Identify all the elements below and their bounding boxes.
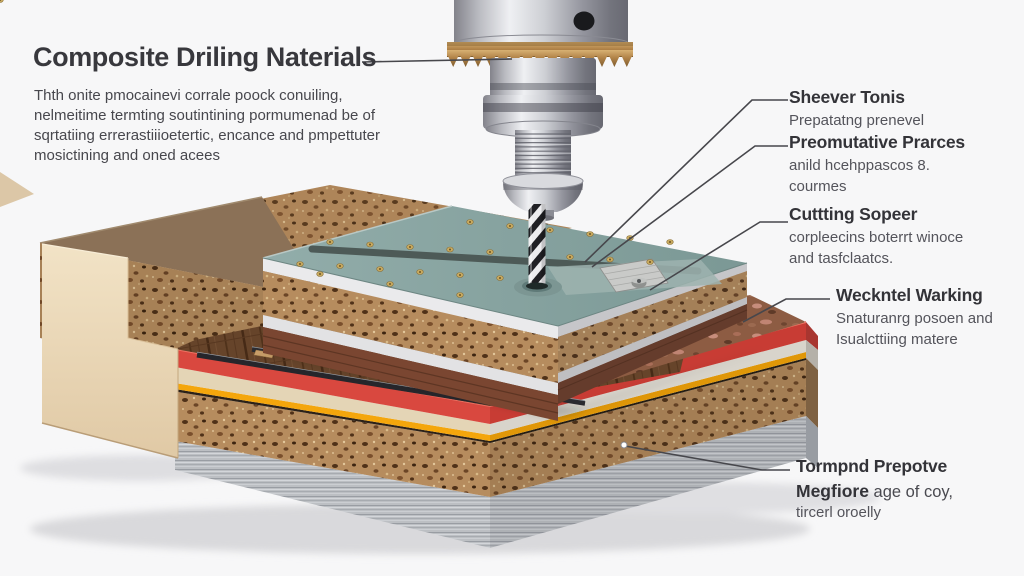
gray-laminate-layer — [490, 416, 806, 548]
description-line: sqrtatiing errerastiiioetertic, encance … — [34, 127, 381, 144]
leader-lines — [361, 58, 830, 471]
drill-bit — [526, 204, 548, 290]
callout-cutting: Cuttting Sopeer corpleecins boterrt wino… — [789, 204, 963, 269]
callout-subtitle: corpleecins boterrt winoce — [789, 229, 964, 246]
callout-subtitle: Isualcttiing matere — [836, 330, 958, 348]
callout-title: Preomutative Prarces — [789, 132, 965, 152]
drill-assembly — [447, 0, 633, 290]
callout-layer: Weckntel Warking Snaturanrg posoen and I… — [836, 285, 993, 350]
cream-layer — [175, 367, 490, 435]
particle-board-layer — [175, 391, 490, 497]
description-line: mosictining and oned acees — [34, 147, 220, 164]
collet-upper — [490, 58, 596, 98]
spindle-hole — [573, 11, 595, 31]
metal-insert — [599, 258, 669, 293]
callout-title: Tormpnd Prepotve — [796, 456, 948, 476]
screws — [0, 0, 674, 298]
callout-subtitle: courmes — [789, 177, 847, 195]
title-rule — [361, 58, 513, 63]
background-block-tip — [0, 172, 34, 207]
callout-subtitle: Snaturanrg posoen and — [836, 310, 993, 327]
callout-subtitle-bold: Megfiore — [796, 481, 869, 501]
callout-processes: Preomutative Prarces anild hcehppascos 8… — [789, 132, 965, 197]
side-block — [41, 243, 179, 459]
red-layer — [175, 349, 490, 424]
description-line: nelmeitime termting soutintining pormume… — [34, 107, 376, 124]
callout-title: Weckntel Warking — [836, 285, 983, 305]
callout-subtitle: Prepatatng prenevel — [789, 112, 925, 129]
brown-laminate-top — [40, 197, 302, 291]
yellow-layer — [175, 383, 490, 441]
description: Thth onite pmocainevi corrale poock conu… — [34, 86, 380, 166]
gray-laminate-layer — [175, 441, 490, 548]
callout-base: Tormpnd Prepotve Megfiore age of coy, ti… — [796, 456, 953, 524]
teal-surface — [263, 206, 747, 326]
callout-title: Sheever Tonis — [789, 87, 905, 107]
glue-line — [175, 389, 490, 443]
callout-subtitle: tircerl oroelly — [796, 504, 882, 521]
callout-subtitle: anild hcehppascos 8. — [789, 157, 930, 174]
stack-end-face — [806, 416, 818, 468]
page-title: Composite Driling Naterials — [33, 42, 377, 72]
callout-subtitle: Megfiore age of coy, — [796, 480, 953, 503]
particle-board-layer — [490, 360, 806, 497]
callout-title: Cuttting Sopeer — [789, 204, 918, 224]
callout-spindle: Sheever Tonis Prepatatng prenevel — [789, 87, 924, 132]
laminate-slab — [0, 0, 748, 421]
callout-subtitle: and tasfclaatcs. — [789, 249, 894, 267]
callout-subtitle-rest: age of coy, — [868, 483, 954, 501]
description-line: Thth onite pmocainevi corrale poock conu… — [34, 87, 343, 104]
